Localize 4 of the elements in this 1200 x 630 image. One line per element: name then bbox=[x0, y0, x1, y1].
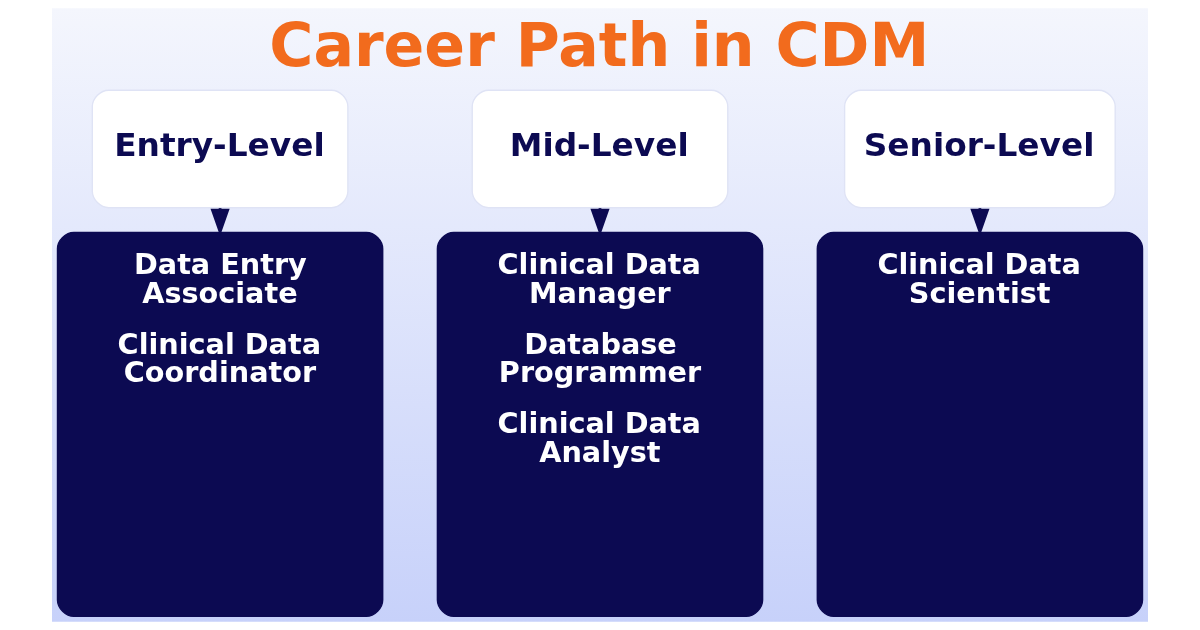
node-box: Clinical Data Scientist bbox=[816, 231, 1144, 617]
node-box: Data Entry Associate Clinical Data Coordinator bbox=[56, 231, 384, 617]
node-box: Clinical Data Manager Database Programmer Clinical Data Analyst bbox=[436, 231, 764, 617]
diagram-title: Career Path in CDM bbox=[269, 9, 930, 80]
